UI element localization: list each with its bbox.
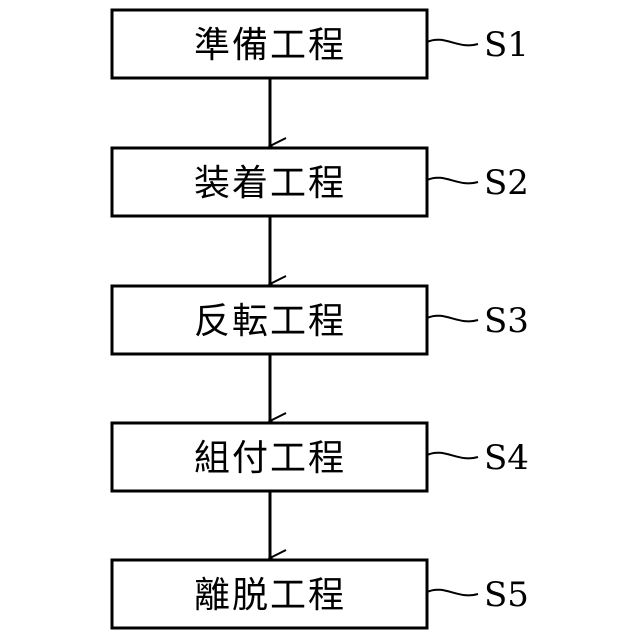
process-step-4: 組付工程 S4 bbox=[112, 423, 529, 491]
step-text-5: 離脱工程 bbox=[194, 575, 346, 616]
process-step-2: 装着工程 S2 bbox=[112, 148, 529, 216]
step-label-4: S4 bbox=[484, 438, 529, 478]
step-label-1: S1 bbox=[484, 25, 529, 65]
step-text-1: 準備工程 bbox=[194, 25, 346, 66]
step-label-3: S3 bbox=[484, 301, 529, 341]
leader-line-1 bbox=[427, 40, 478, 46]
step-label-2: S2 bbox=[484, 163, 529, 203]
leader-line-5 bbox=[427, 590, 478, 596]
step-text-4: 組付工程 bbox=[194, 438, 346, 479]
step-text-2: 装着工程 bbox=[194, 163, 346, 204]
step-text-3: 反転工程 bbox=[194, 301, 346, 342]
leader-line-3 bbox=[427, 316, 478, 322]
process-step-5: 離脱工程 S5 bbox=[112, 560, 529, 628]
leader-line-4 bbox=[427, 453, 478, 459]
leader-line-2 bbox=[427, 178, 478, 184]
process-step-1: 準備工程 S1 bbox=[112, 10, 529, 78]
process-step-3: 反転工程 S3 bbox=[112, 286, 529, 354]
step-label-5: S5 bbox=[484, 575, 529, 615]
